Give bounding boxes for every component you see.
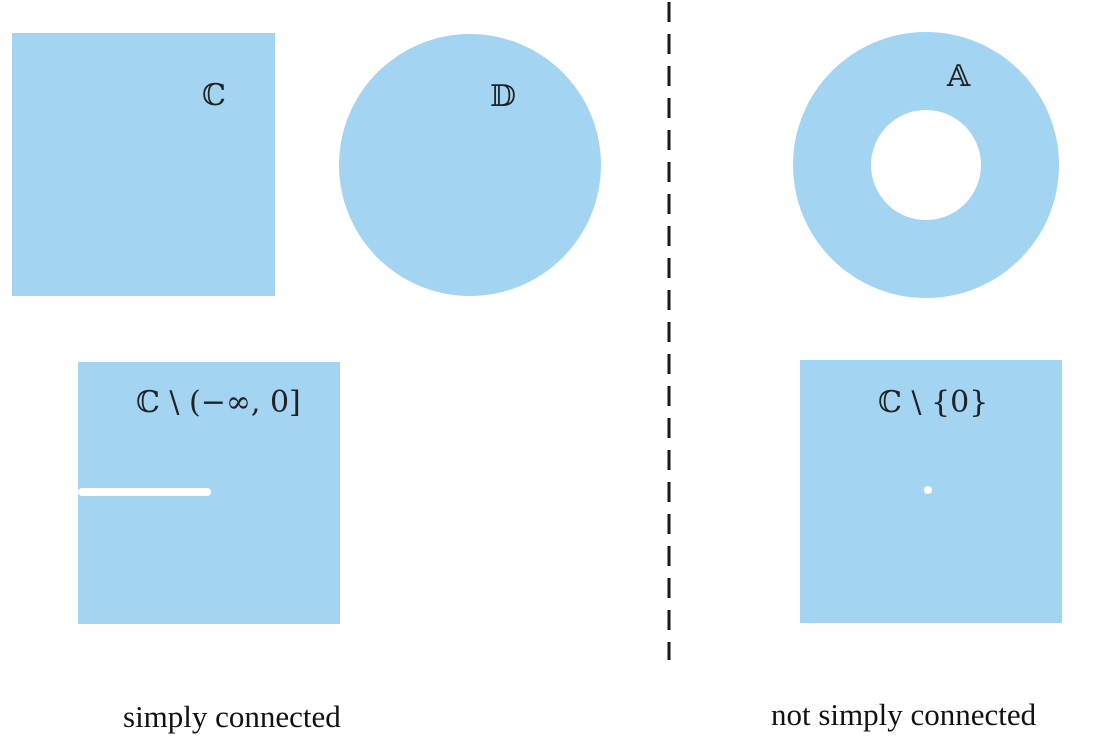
caption-simply-connected: simply connected bbox=[123, 699, 341, 734]
slit-plane-label: ℂ \ (−∞, 0] bbox=[136, 385, 301, 420]
unit-disk-label: 𝔻 bbox=[490, 79, 516, 114]
slit-line bbox=[78, 488, 211, 496]
simply-connected-group: ℂ 𝔻 ℂ \ (−∞, 0] bbox=[12, 33, 601, 624]
unit-disk-region bbox=[339, 34, 601, 296]
puncture-point bbox=[924, 486, 932, 494]
punctured-plane-label: ℂ \ {0} bbox=[878, 385, 988, 420]
annulus-hole bbox=[871, 110, 981, 220]
caption-not-simply-connected: not simply connected bbox=[771, 697, 1037, 732]
not-simply-connected-group: 𝔸 ℂ \ {0} bbox=[793, 32, 1062, 623]
complex-plane-label: ℂ bbox=[202, 78, 226, 113]
complex-plane-region bbox=[12, 33, 275, 296]
annulus-label: 𝔸 bbox=[946, 59, 971, 94]
